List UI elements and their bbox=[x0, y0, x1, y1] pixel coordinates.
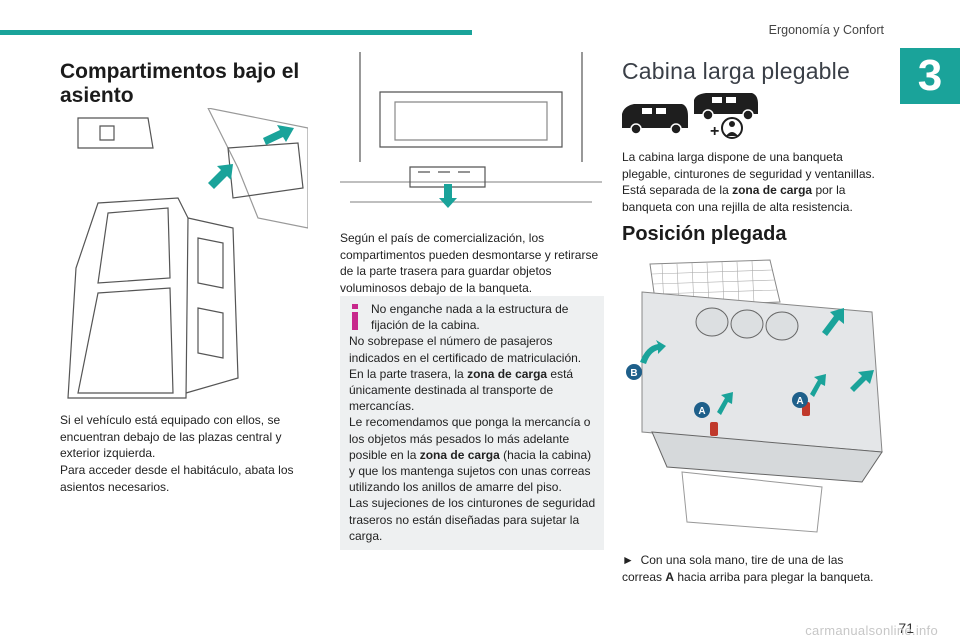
info-line-1: No enganche nada a la estructura de fija… bbox=[371, 302, 569, 333]
label-a-left-text: A bbox=[698, 406, 705, 417]
van-long-icon bbox=[694, 93, 758, 121]
arrow-b-icon bbox=[640, 340, 666, 364]
section-heading-cabin: Cabina larga plegable bbox=[622, 58, 850, 84]
strap-a-left bbox=[710, 422, 718, 436]
cabin-text-b: zona de carga bbox=[732, 183, 813, 198]
arrow-fold-icon bbox=[850, 370, 874, 392]
section-heading-compartments: Compartimentos bajo el asiento bbox=[60, 60, 300, 107]
left-body-text: Si el vehículo está equipado con ellos, … bbox=[60, 412, 310, 496]
info-line-3c: está únicamente destinada al transporte … bbox=[349, 366, 574, 414]
info-line-3a: En la parte trasera, la bbox=[349, 366, 468, 381]
info-line-3: En la parte trasera, la zona de carga es… bbox=[349, 366, 599, 415]
info-line-2: No sobrepase el número de pasajeros indi… bbox=[349, 334, 582, 365]
watermark: carmanualsonline.info bbox=[805, 623, 938, 638]
van-short-icon bbox=[622, 104, 688, 135]
step-text-a: Con una sola mano, tire de una de las co… bbox=[622, 553, 844, 584]
seat-passenger-icon bbox=[721, 117, 743, 139]
left-text: Si el vehículo está equipado con ellos, … bbox=[60, 413, 294, 494]
folded-bench-illustration: B A A bbox=[626, 259, 883, 533]
arrow-up-icon bbox=[822, 308, 844, 336]
label-b: B bbox=[626, 364, 642, 380]
arrow-a-left-icon bbox=[717, 392, 733, 415]
info-line-4: Le recomendamos que ponga la mercancía o… bbox=[349, 414, 599, 495]
info-line-4a: Le recomendamos que ponga la mercancía o… bbox=[349, 415, 591, 462]
removable-compartment-illustration bbox=[340, 52, 602, 208]
info-line-5: Las sujeciones de los cinturones de segu… bbox=[349, 496, 596, 543]
info-line-3b: zona de carga bbox=[467, 366, 548, 381]
label-a-right: A bbox=[792, 392, 808, 408]
info-box: No enganche nada a la estructura de fija… bbox=[340, 296, 604, 550]
middle-body-text: Según el país de comercialización, los c… bbox=[340, 231, 599, 296]
label-b-text: B bbox=[630, 368, 637, 379]
arrow-a-right-icon bbox=[810, 374, 826, 397]
info-icon bbox=[352, 304, 358, 330]
step-text-c: hacia arriba para plegar la banqueta. bbox=[674, 569, 874, 584]
section-heading-folded: Posición plegada bbox=[622, 223, 787, 245]
cabin-description: La cabina larga dispone de una banqueta … bbox=[622, 149, 884, 216]
label-a-left: A bbox=[694, 402, 710, 418]
header-accent-bar bbox=[0, 30, 472, 35]
underseat-compartment-illustration bbox=[67, 108, 308, 399]
chapter-title: Ergonomía y Confort bbox=[768, 23, 884, 37]
page-number: 71 bbox=[898, 620, 914, 636]
step-text-b: A bbox=[665, 569, 675, 584]
info-line-4b: zona de carga bbox=[419, 447, 500, 462]
plus-sign: + bbox=[710, 123, 719, 140]
cabin-text-c: por la banqueta con una rejilla de alta … bbox=[622, 183, 853, 215]
bullet-icon: ► bbox=[622, 553, 634, 567]
label-a-right-text: A bbox=[796, 396, 803, 407]
step-instruction: ► Con una sola mano, tire de una de las … bbox=[622, 552, 884, 585]
chapter-number: 3 bbox=[900, 48, 960, 104]
info-text: No enganche nada a la estructura de fija… bbox=[349, 301, 599, 544]
info-line-4c: (hacia la cabina) y que los mantenga suj… bbox=[349, 447, 592, 495]
cabin-text-a: La cabina larga dispone de una banqueta … bbox=[622, 150, 875, 198]
van-icons: + bbox=[622, 93, 758, 140]
